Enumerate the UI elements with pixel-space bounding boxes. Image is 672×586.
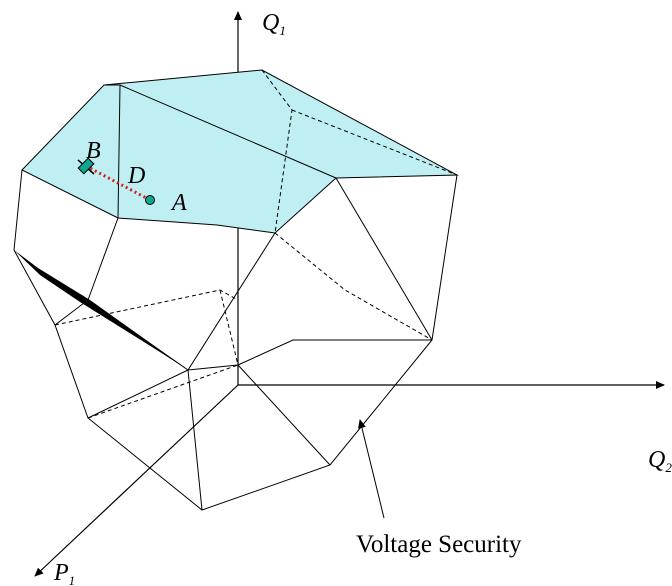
front-edge [87,232,276,371]
hidden-edge [274,232,433,341]
front-edge [187,369,203,511]
top-face-edge [117,84,121,219]
point-b-marker [77,157,95,175]
voltage-security-label: Voltage Security [356,531,522,558]
point-b-label: B [86,138,101,164]
hidden-edge [54,289,239,326]
p1-axis-label: P1 [53,560,75,586]
front-edge [237,364,331,466]
voltage-security-pointer [358,419,385,519]
front-edge [187,339,432,371]
hidden-edge [219,289,239,366]
thin-face [14,250,188,370]
q2-axis-label: Q2 [648,447,672,475]
hidden-edge [291,109,458,176]
front-edge [335,177,433,341]
q1-axis-label: Q1 [262,10,286,38]
polytope-outline [13,169,458,511]
point-a-label: A [170,190,187,216]
b-to-a-path [85,164,151,202]
front-edge [87,369,189,419]
front-edge [54,217,119,326]
p1-axis [34,384,239,577]
point-d-label: D [127,163,145,189]
hidden-edge [87,364,239,419]
point-a-marker [145,195,155,205]
